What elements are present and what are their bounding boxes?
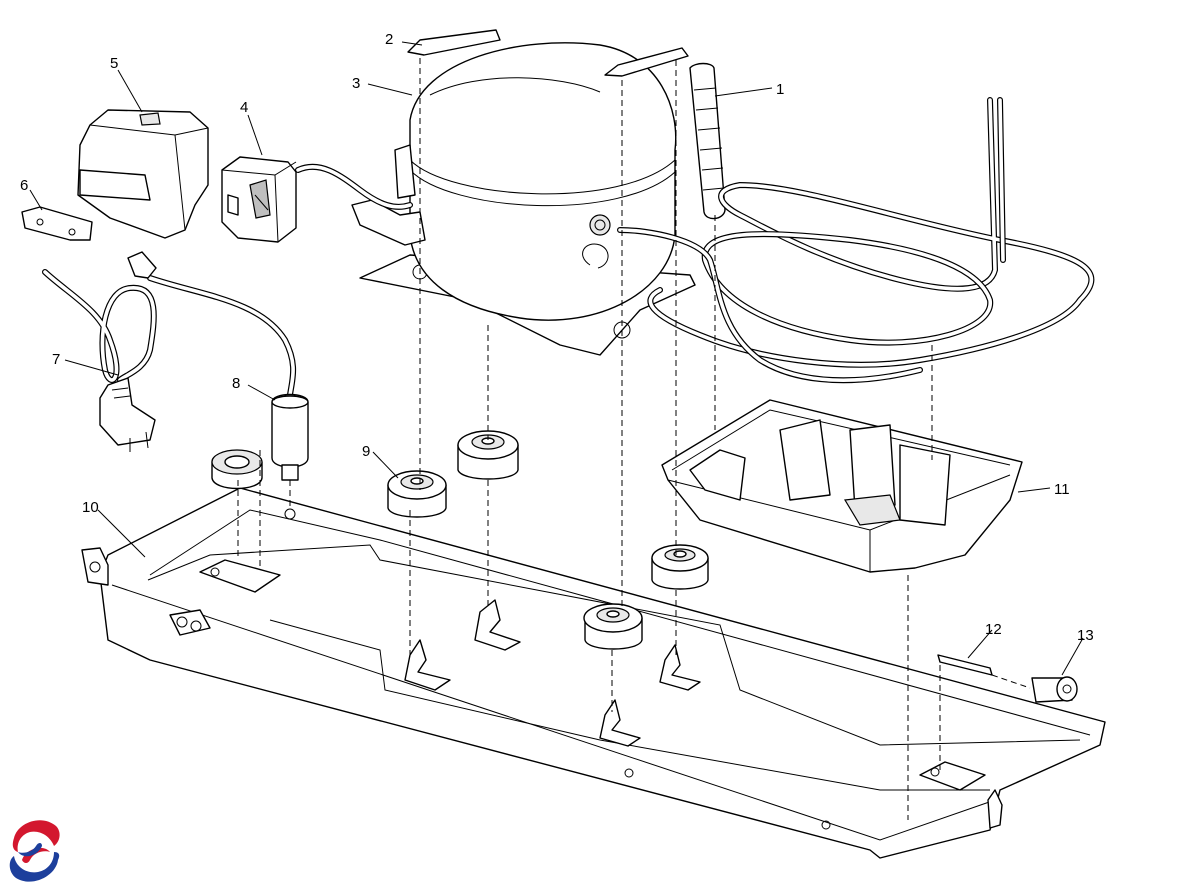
compressor [351, 42, 696, 356]
rubber-foot [387, 430, 709, 650]
drain-tube [689, 62, 726, 220]
start-relay [221, 156, 297, 243]
callout-11: 11 [1054, 481, 1070, 498]
callout-13: 13 [1077, 627, 1094, 644]
callout-7: 7 [52, 351, 60, 368]
relay-cover [77, 109, 209, 239]
pin [937, 654, 993, 676]
condenser-coil [617, 97, 1095, 384]
start-capacitor [127, 251, 309, 481]
grommet-left [211, 449, 263, 490]
callout-4: 4 [240, 99, 248, 116]
assembly-lines [237, 58, 1031, 820]
power-cord [42, 269, 157, 452]
callout-8: 8 [232, 375, 240, 392]
base-plate [81, 487, 1106, 859]
drip-tray [661, 399, 1023, 573]
callout-9: 9 [362, 443, 370, 460]
callout-3: 3 [352, 75, 360, 92]
callout-10: 10 [82, 499, 99, 516]
cover-clip [21, 206, 93, 241]
sleeve [1031, 676, 1078, 703]
callout-12: 12 [985, 621, 1002, 638]
callout-1: 1 [776, 81, 784, 98]
callout-2: 2 [385, 31, 393, 48]
swirl-logo-icon [2, 820, 62, 882]
callout-6: 6 [20, 177, 28, 194]
leader-lines [29, 41, 1084, 676]
mounting-bracket [407, 29, 689, 77]
callout-5: 5 [110, 55, 118, 72]
